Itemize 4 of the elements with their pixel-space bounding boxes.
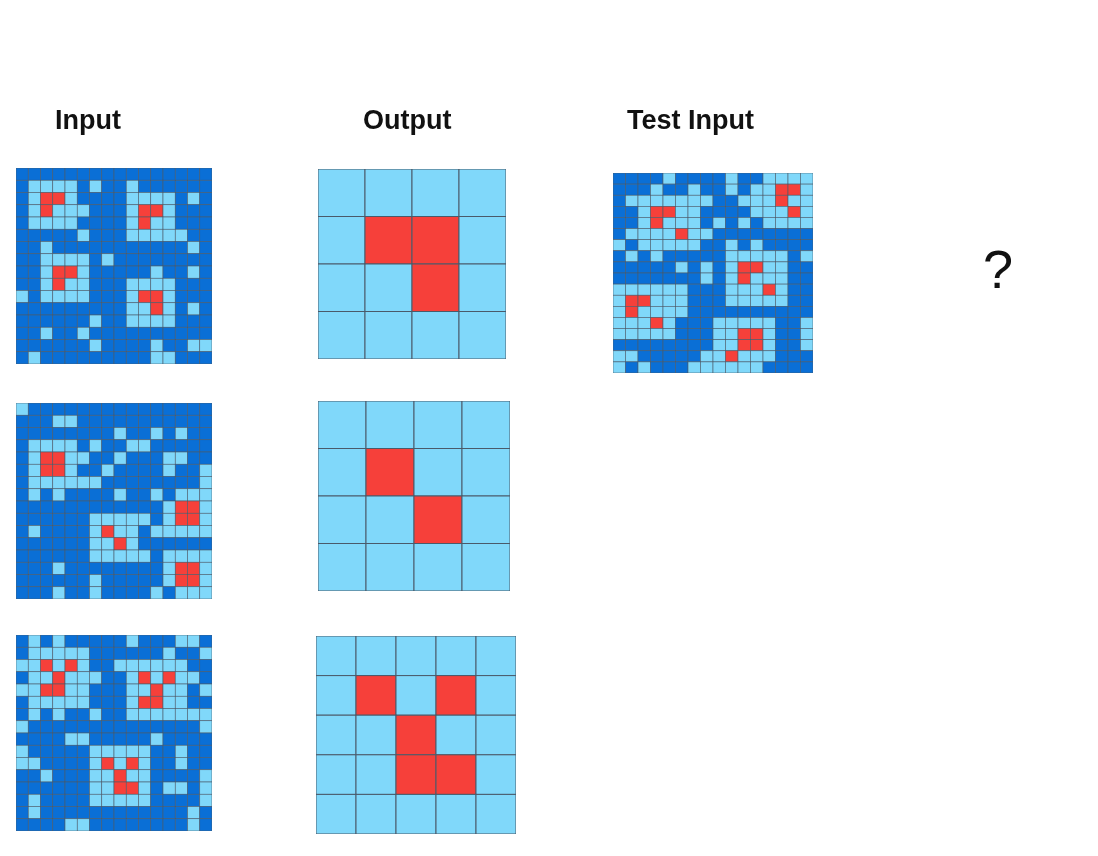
column-heading: Output [363,105,452,136]
column-heading: Input [55,105,121,136]
column-heading: Test Input [627,105,754,136]
question-mark: ? [983,238,1014,300]
